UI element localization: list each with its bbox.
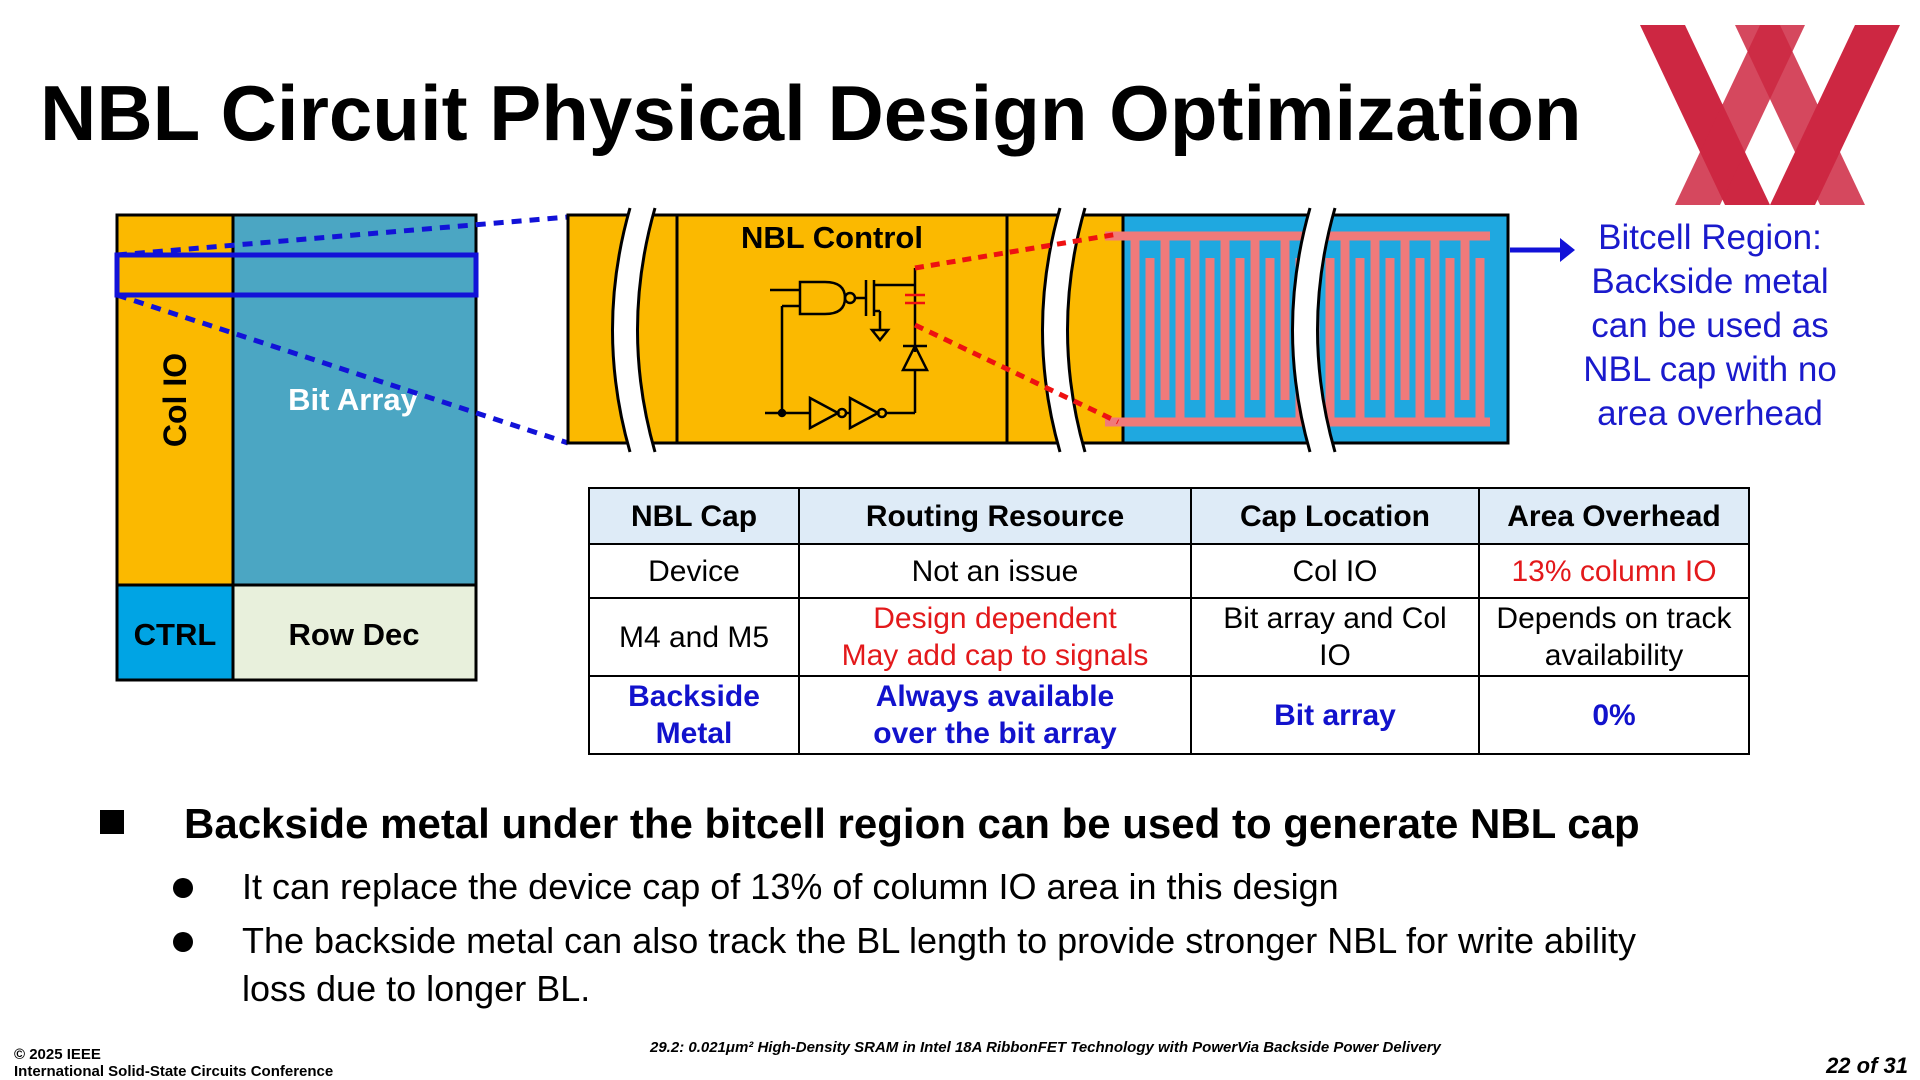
header-routing-resource: Routing Resource bbox=[798, 487, 1192, 545]
table-cell: Bit array bbox=[1190, 675, 1480, 755]
page-number: 22 of 31 bbox=[1826, 1053, 1908, 1078]
header-area-overhead: Area Overhead bbox=[1478, 487, 1750, 545]
row-dec-block bbox=[231, 583, 478, 682]
nbl-control-region bbox=[566, 213, 1125, 445]
slide-title: NBL Circuit Physical Design Optimization bbox=[40, 69, 1582, 157]
header-nbl-cap: NBL Cap bbox=[588, 487, 800, 545]
square-bullet-icon bbox=[100, 810, 124, 834]
note-line: can be used as bbox=[1591, 306, 1829, 345]
break-mark-3 bbox=[1291, 207, 1337, 453]
col-io-label: Col IO bbox=[157, 353, 193, 447]
zoom-line-bottom bbox=[116, 292, 569, 446]
conference-text: International Solid-State Circuits Confe… bbox=[14, 1063, 334, 1080]
table-cell: Depends on track availability bbox=[1478, 597, 1750, 677]
table-cell: M4 and M5 bbox=[588, 597, 800, 677]
table-cell: 13% column IO bbox=[1478, 543, 1750, 599]
cell-line: availability bbox=[1544, 639, 1684, 672]
table-cell: Always available over the bit array bbox=[798, 675, 1192, 755]
nbl-circuit-schematic bbox=[765, 268, 930, 431]
nbl-control-label: NBL Control bbox=[741, 220, 923, 255]
copyright-text: © 2025 IEEE bbox=[14, 1046, 101, 1063]
xx-logo-icon bbox=[1640, 25, 1900, 205]
cell-line: Depends on track bbox=[1496, 602, 1732, 635]
sub-bullet-text-cont: loss due to longer BL. bbox=[242, 968, 591, 1009]
note-line: NBL cap with no bbox=[1583, 350, 1837, 389]
round-bullet-icon bbox=[173, 878, 193, 898]
cell-line: IO bbox=[1319, 639, 1351, 672]
note-line: area overhead bbox=[1597, 394, 1823, 433]
table-row: Device Not an issue Col IO 13% column IO bbox=[588, 543, 1750, 599]
note-line: Bitcell Region: bbox=[1598, 218, 1822, 257]
zoom-line-top bbox=[116, 214, 569, 258]
ctrl-block bbox=[115, 583, 235, 682]
cell-line: Always available bbox=[875, 680, 1115, 713]
ctrl-label: CTRL bbox=[134, 617, 217, 652]
sub-bullet-text: It can replace the device cap of 13% of … bbox=[242, 866, 1339, 907]
table-cell: Not an issue bbox=[798, 543, 1192, 599]
nbl-cap-comparison-table: NBL Cap Routing Resource Cap Location Ar… bbox=[588, 487, 1750, 755]
footer-copyright: © 2025 IEEE International Solid-State Ci… bbox=[14, 1046, 333, 1080]
table-cell: 0% bbox=[1478, 675, 1750, 755]
zoom-selection-box bbox=[114, 252, 479, 298]
table-header-row: NBL Cap Routing Resource Cap Location Ar… bbox=[588, 487, 1750, 545]
header-cap-location: Cap Location bbox=[1190, 487, 1480, 545]
break-mark-1 bbox=[611, 207, 657, 453]
footer-paper-title: 29.2: 0.021μm² High-Density SRAM in Inte… bbox=[650, 1039, 1441, 1056]
cell-line: May add cap to signals bbox=[841, 639, 1149, 672]
cell-line: Design dependent bbox=[873, 602, 1117, 635]
note-line: Backside metal bbox=[1591, 262, 1829, 301]
bit-array-block bbox=[231, 213, 478, 587]
arrow-head-icon bbox=[1560, 238, 1575, 262]
round-bullet-icon bbox=[173, 932, 193, 952]
cell-line: Backside bbox=[628, 680, 760, 713]
sub-bullet-text: The backside metal can also track the BL… bbox=[242, 920, 1637, 961]
red-dash-bottom bbox=[913, 322, 1120, 425]
main-bullet-text: Backside metal under the bitcell region … bbox=[184, 800, 1640, 847]
red-dash-top bbox=[914, 231, 1119, 271]
bitcell-region-note: Bitcell Region: Backside metal can be us… bbox=[1560, 216, 1860, 436]
row-dec-label: Row Dec bbox=[289, 617, 420, 652]
cell-line: Bit array and Col bbox=[1223, 602, 1447, 635]
cell-line: over the bit array bbox=[873, 717, 1117, 750]
table-cell: Device bbox=[588, 543, 800, 599]
table-cell: Col IO bbox=[1190, 543, 1480, 599]
cell-line: Metal bbox=[655, 717, 733, 750]
